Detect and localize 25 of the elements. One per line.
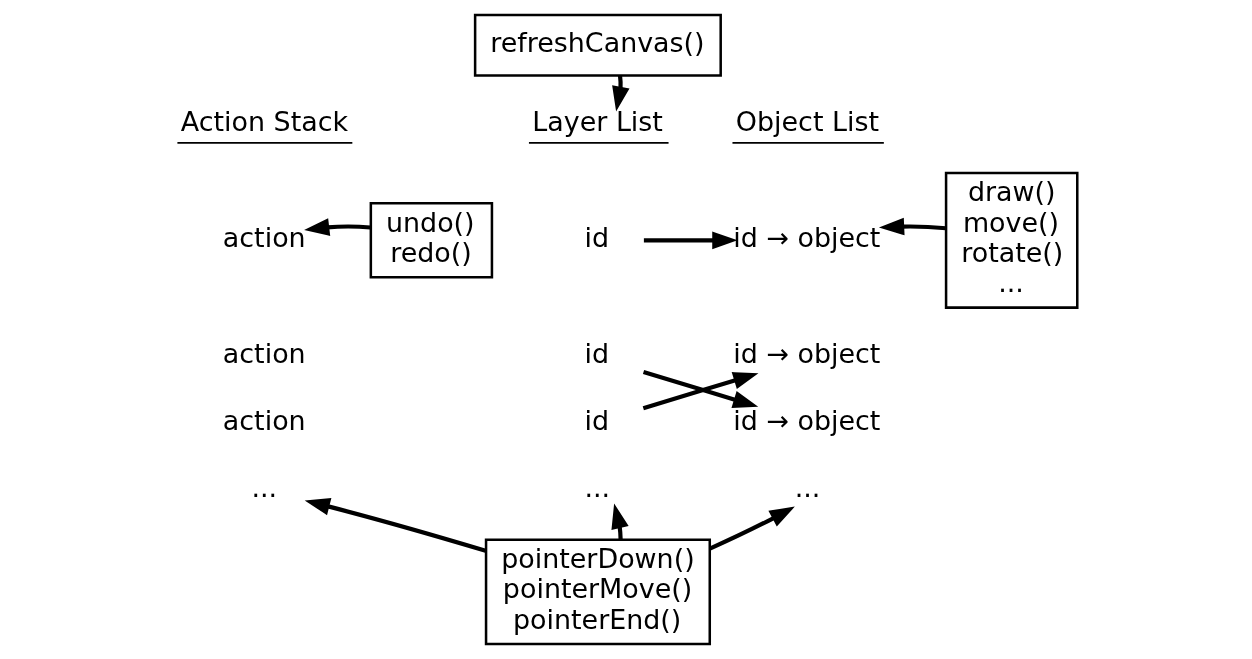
node-text: id — [583, 337, 609, 369]
node-text: Layer List — [531, 105, 663, 137]
node-text: id → object — [732, 405, 880, 437]
arrow — [878, 217, 946, 236]
node-text: action — [222, 405, 306, 437]
node-text: ... — [583, 472, 610, 504]
node-text: id — [583, 405, 609, 437]
arrow — [611, 75, 630, 112]
node-text: id → object — [732, 337, 880, 369]
arrow — [303, 218, 371, 236]
node-box: refreshCanvas() — [473, 13, 722, 77]
arrow — [304, 498, 486, 553]
node-text: ... — [250, 472, 277, 504]
node-text: id → object — [732, 221, 880, 253]
node-box: draw() move() rotate() ... — [944, 171, 1079, 309]
arrow — [708, 506, 795, 551]
node-text: Object List — [735, 105, 879, 137]
node-text: action — [222, 337, 306, 369]
node-text: ... — [794, 472, 820, 504]
node-text: Action Stack — [180, 105, 348, 137]
node-text: action — [222, 221, 306, 253]
node-text: id — [583, 221, 609, 253]
arrow — [643, 231, 737, 250]
node-box: pointerDown() pointerMove() pointerEnd() — [484, 538, 711, 646]
node-box: undo() redo() — [369, 202, 493, 279]
